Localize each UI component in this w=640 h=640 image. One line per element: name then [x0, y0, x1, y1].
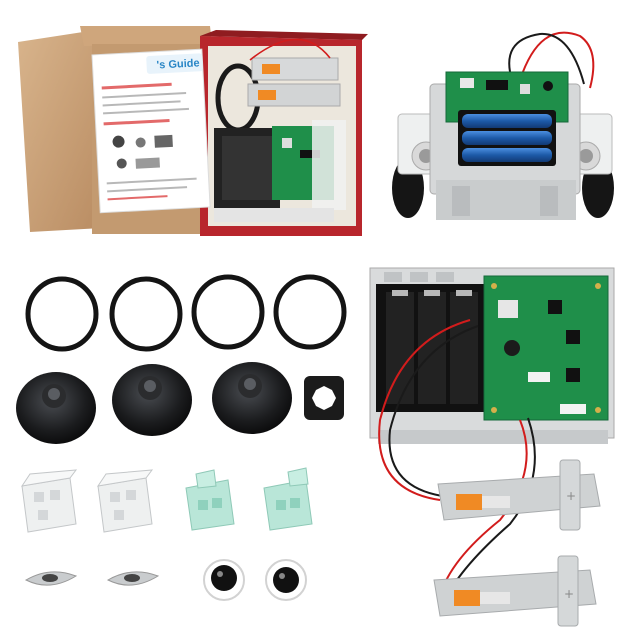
- motor-unit-1: +: [437, 459, 601, 531]
- wheel-3: [212, 362, 292, 434]
- board-switch-1: [548, 300, 562, 314]
- white-brick-1: [20, 469, 78, 533]
- box-red-edge: [200, 30, 368, 40]
- robot-battery-2: [462, 131, 552, 145]
- o-ring-1: [25, 276, 99, 352]
- brick-group: [20, 467, 313, 533]
- axle-hub: [304, 376, 344, 420]
- slider-1: [24, 571, 78, 586]
- o-ring-group: [25, 274, 347, 352]
- robot-wire-red: [519, 31, 595, 89]
- board-pcb: [483, 275, 609, 421]
- mint-brick-2: [263, 467, 313, 531]
- wheel-2: [112, 364, 192, 436]
- board-switch-3: [566, 368, 580, 382]
- wheel-1: [16, 372, 96, 444]
- board-chip: [498, 300, 518, 318]
- box-motor-unit-2: [247, 83, 341, 107]
- control-board-assembly: [369, 267, 615, 599]
- googly-eye-2: [265, 559, 307, 601]
- motor-gear-1: [456, 494, 482, 510]
- board-wire-black-1: [388, 325, 479, 497]
- board-switch-2: [566, 330, 580, 344]
- board-wire-red-1: [378, 319, 471, 501]
- board-capacitor: [504, 340, 520, 356]
- kit-box: 's Guide: [18, 26, 368, 236]
- booklet-figure: [112, 135, 125, 148]
- board-wire-black-2: [445, 417, 536, 599]
- board-wire-red-2: [439, 419, 528, 597]
- assembled-robot: [392, 31, 614, 220]
- motor-gear-2: [454, 590, 480, 606]
- small-parts-group: [24, 559, 307, 601]
- o-ring-2: [109, 276, 183, 352]
- svg-text:+: +: [564, 587, 574, 601]
- guide-title: 's Guide: [156, 57, 200, 71]
- motor-unit-2: +: [433, 555, 597, 627]
- robot-battery-1: [462, 114, 552, 128]
- box-flap-left: [18, 30, 102, 232]
- slider-2: [106, 571, 160, 586]
- box-bag: [312, 120, 346, 210]
- googly-eye-1: [203, 559, 245, 601]
- guide-booklet: 's Guide: [91, 48, 211, 214]
- white-brick-2: [96, 469, 154, 533]
- o-ring-4: [273, 274, 347, 350]
- mint-brick-1: [185, 469, 235, 531]
- svg-text:+: +: [566, 489, 576, 503]
- robot-battery-3: [462, 148, 552, 162]
- wheel-group: [16, 362, 344, 444]
- o-ring-3: [191, 274, 265, 350]
- robot-wire-black: [508, 32, 585, 85]
- box-motor-unit-1: [251, 57, 339, 81]
- box-flap-top: [80, 26, 212, 46]
